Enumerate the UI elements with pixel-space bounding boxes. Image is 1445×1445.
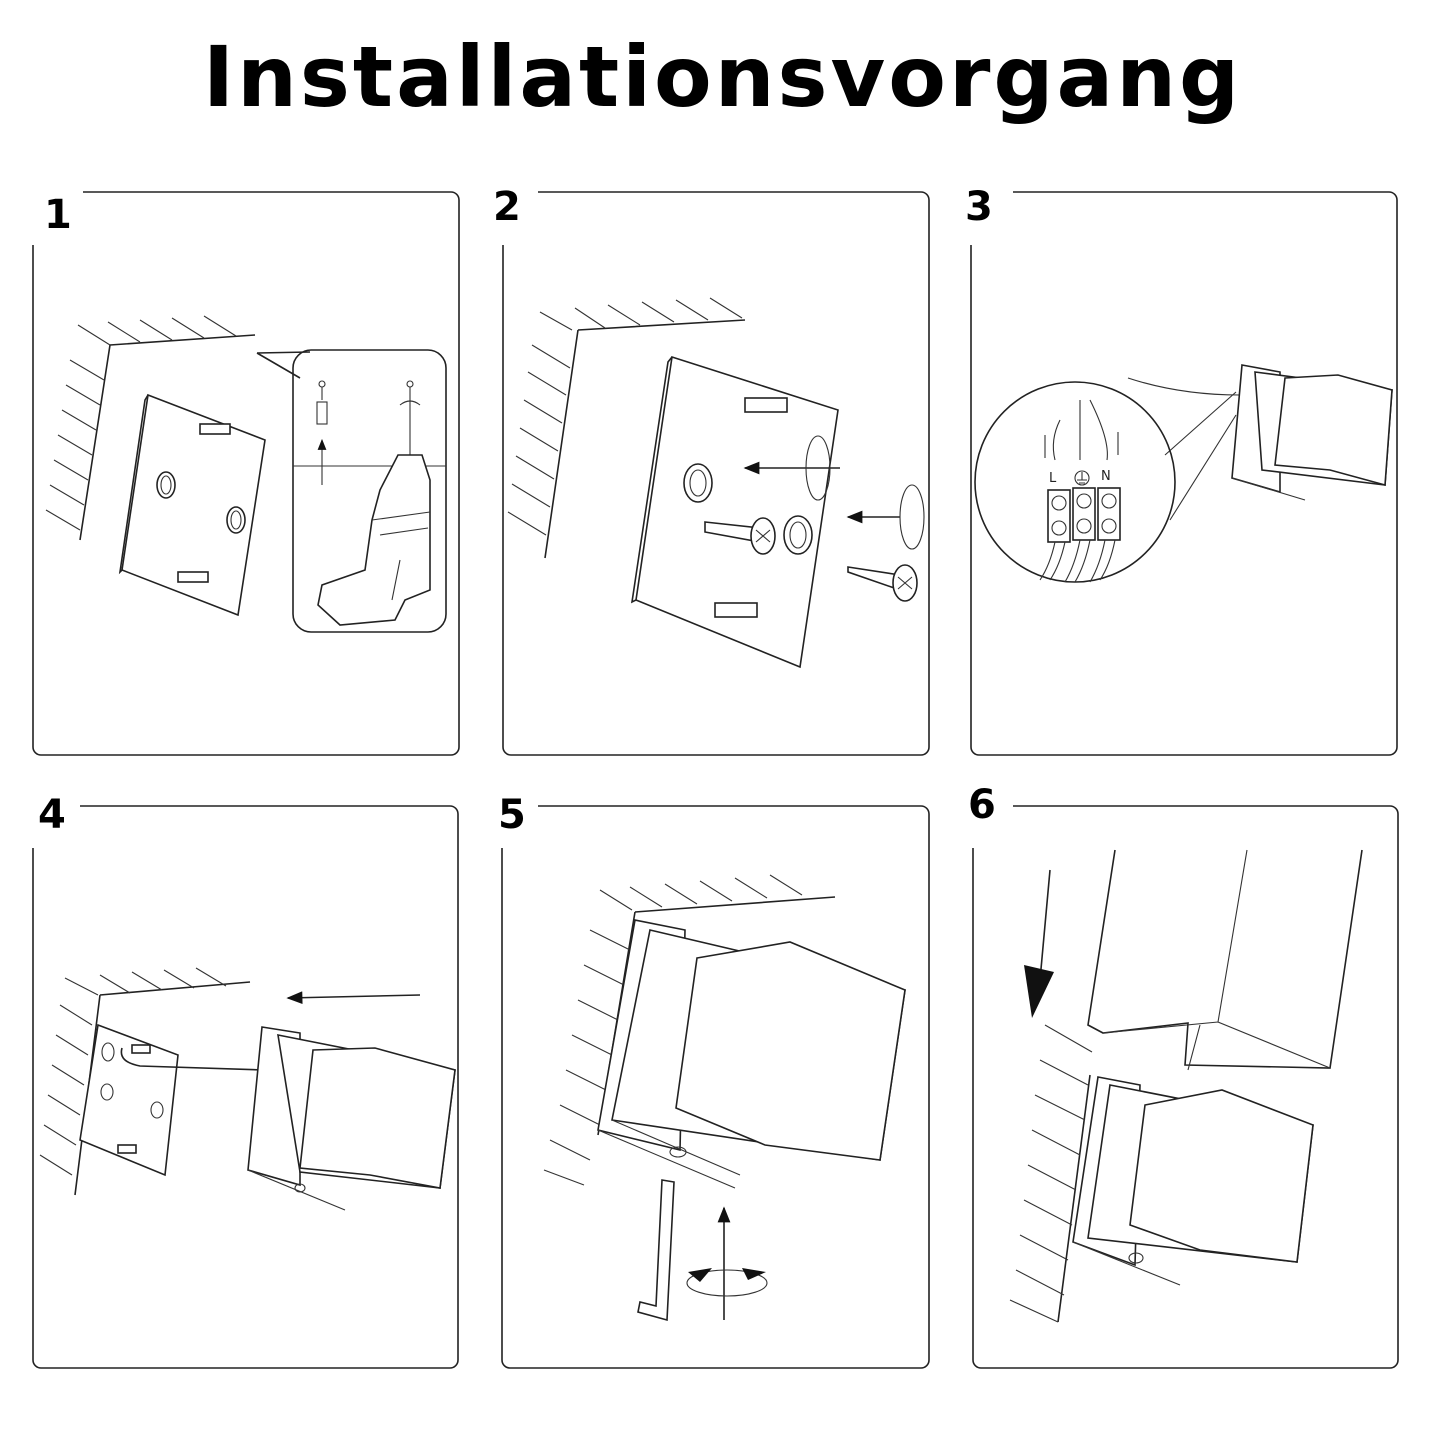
cable (120, 1047, 266, 1071)
allen-key-icon (637, 1179, 675, 1322)
wall-hatching (45, 315, 256, 541)
plate-tab (177, 571, 209, 583)
screw-hole (156, 471, 176, 499)
step-number: 2 (493, 184, 521, 230)
panel-border (502, 191, 930, 756)
panel-border (32, 805, 459, 1369)
terminal-label-neutral: N (1101, 469, 1111, 484)
terminal-block (1047, 487, 1121, 543)
step-1-panel: 1 (32, 191, 460, 756)
mounting-plate (630, 355, 839, 669)
light-fixture (1127, 364, 1393, 501)
panel-border (972, 805, 1399, 1369)
page-title: Installationsvorgang (202, 28, 1243, 126)
rotate-arrow-icon (686, 1206, 768, 1320)
plate-tab (199, 423, 231, 435)
plate-tab (714, 602, 758, 618)
ground-icon (1074, 470, 1090, 486)
light-fixture (1072, 1076, 1314, 1286)
drill-icon (317, 380, 431, 626)
step-number: 4 (38, 792, 66, 838)
wiring-callout: L N (974, 381, 1237, 583)
cover-housing (1087, 849, 1363, 1071)
wall-plug (783, 515, 813, 555)
mounting-plate (118, 393, 266, 617)
drill-callout (256, 349, 447, 633)
push-arrow-icon (286, 991, 421, 1005)
wall-hatching (1009, 1024, 1093, 1323)
step-4-panel: 4 (32, 792, 459, 1369)
wall-plug (683, 463, 713, 503)
slide-down-arrow-icon (1024, 869, 1054, 1018)
step-number: 3 (965, 184, 993, 230)
light-fixture (247, 1026, 456, 1211)
step-number: 5 (498, 792, 526, 838)
insert-arrow-icon (743, 435, 925, 550)
panel-border (32, 191, 460, 756)
screw-hole (226, 506, 246, 534)
plate-tab (744, 397, 788, 413)
step-number: 1 (44, 192, 72, 238)
panel-border (970, 191, 1398, 756)
light-fixture (597, 919, 906, 1189)
step-5-panel: 5 (498, 792, 930, 1369)
panel-border (501, 805, 930, 1369)
step-number: 6 (968, 782, 996, 828)
screw-icon (704, 517, 918, 602)
wall-plug-icon (316, 380, 328, 485)
mounting-plate (79, 1023, 179, 1177)
step-2-panel: 2 (493, 184, 930, 756)
wall-hatching (39, 967, 251, 1196)
step-6-panel: 6 (968, 782, 1399, 1369)
step-3-panel: 3 L N (965, 184, 1398, 756)
wall-hatching (507, 297, 746, 559)
terminal-label-live: L (1049, 471, 1057, 486)
